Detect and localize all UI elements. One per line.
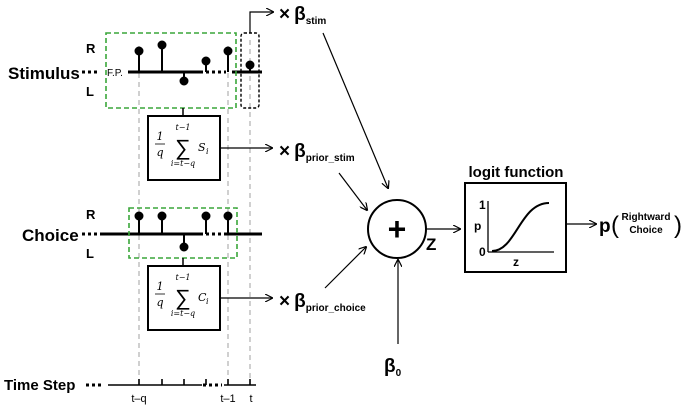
logit-box xyxy=(464,182,567,273)
stim-fraction-den: q xyxy=(156,146,163,159)
choice-stem-2 xyxy=(157,211,167,221)
choice-term: C xyxy=(198,291,207,304)
stim-sum-bottom: i=t−q xyxy=(171,159,195,168)
stim-arrow xyxy=(249,12,273,33)
stim-sigma-icon: ∑ xyxy=(175,135,191,160)
sigmoid-curve xyxy=(491,202,550,252)
z-label: Z xyxy=(426,235,436,254)
choice-sigma-icon: ∑ xyxy=(175,285,191,310)
logit-y-max: 1 xyxy=(479,198,486,212)
beta-stim-label: ×βstim xyxy=(279,4,326,27)
stim-term: S xyxy=(198,141,206,154)
stimulus-r-label: R xyxy=(86,41,96,56)
stimulus-stem-3 xyxy=(179,76,189,86)
beta-prior-stim-label: ×βprior_stim xyxy=(279,141,355,164)
logit-title: logit function xyxy=(469,164,564,181)
stim-to-sum-arrow xyxy=(322,32,388,188)
choice-r-label: R xyxy=(86,207,96,222)
tick-t-minus-1: t–1 xyxy=(220,393,235,405)
stim-sum-top: t−1 xyxy=(175,123,190,132)
stimulus-formula-box: 1 q t−1 ∑ i=t−q S i xyxy=(147,115,221,181)
time-step-axis xyxy=(86,379,256,387)
stimulus-stem-4 xyxy=(201,56,211,66)
choice-fraction-num: 1 xyxy=(157,280,164,293)
choice-stem-1 xyxy=(134,211,144,221)
logit-y-label: p xyxy=(474,219,481,233)
choice-l-label: L xyxy=(86,246,94,261)
stimulus-stem-1 xyxy=(134,46,144,56)
choice-label: Choice xyxy=(22,226,79,245)
stimulus-label: Stimulus xyxy=(8,64,80,83)
stimulus-stem-5 xyxy=(223,46,233,56)
output-close-paren: ) xyxy=(674,212,682,239)
choice-term-sub: i xyxy=(206,297,209,306)
beta-zero-label: β0 xyxy=(384,356,402,379)
tick-t: t xyxy=(249,393,252,405)
logit-x-label: z xyxy=(513,255,519,269)
beta-prior-choice-label: ×βprior_choice xyxy=(279,291,366,314)
fp-label: F.P. xyxy=(107,68,123,79)
prior-choice-to-sum-arrow xyxy=(324,247,366,289)
choice-stem-4 xyxy=(201,211,211,221)
tick-t-minus-q: t–q xyxy=(131,393,146,405)
logit-y-min: 0 xyxy=(479,245,486,259)
choice-formula-box: 1 q t−1 ∑ i=t−q C i xyxy=(147,265,221,331)
stimulus-l-label: L xyxy=(86,84,94,99)
choice-fraction-den: q xyxy=(156,296,163,309)
choice-sum-top: t−1 xyxy=(175,273,190,282)
prior-stim-to-sum-arrow xyxy=(338,172,367,210)
stimulus-history-box xyxy=(105,32,237,109)
output-p: p xyxy=(599,216,611,237)
stimulus-stems xyxy=(134,40,255,86)
plus-icon: + xyxy=(388,211,407,247)
output-top: Rightward xyxy=(622,212,671,223)
choice-stems xyxy=(134,211,233,252)
output-open-paren: ( xyxy=(611,212,619,239)
stim-fraction-num: 1 xyxy=(157,130,164,143)
output-bottom: Choice xyxy=(629,225,663,236)
logit-plot: 1 p 0 z xyxy=(474,198,554,269)
choice-stem-5 xyxy=(223,211,233,221)
choice-sum-bottom: i=t−q xyxy=(171,309,195,318)
choice-stem-3 xyxy=(179,242,189,252)
stimulus-stem-current xyxy=(245,60,255,70)
output-probability: p ( Rightward Choice ) xyxy=(599,212,682,239)
time-step-label: Time Step xyxy=(4,377,75,394)
stim-term-sub: i xyxy=(206,147,209,156)
stimulus-stem-2 xyxy=(157,40,167,50)
